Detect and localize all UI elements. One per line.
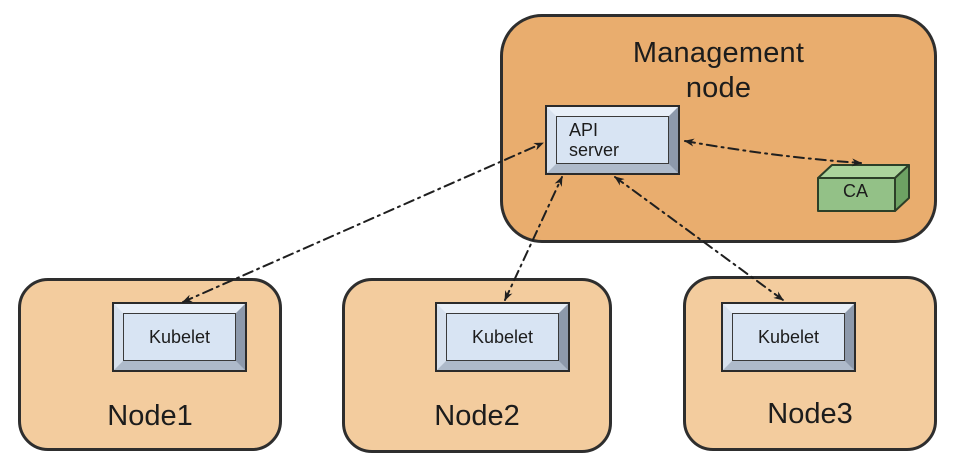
ca-top-face — [817, 164, 910, 179]
kubelet-label-node1: Kubelet — [148, 326, 211, 347]
management-node-title: Management node — [632, 37, 805, 104]
node1-label: Node1 — [107, 400, 193, 432]
kubelet-box-node3: Kubelet — [721, 302, 856, 372]
ca-front-face — [817, 177, 896, 212]
kubelet-box-node2: Kubelet — [435, 302, 570, 372]
ca-box — [817, 164, 910, 212]
node3-label: Node3 — [767, 398, 853, 430]
api-server-label: API server — [569, 120, 620, 160]
node3-box: Kubelet Node3 — [683, 276, 937, 451]
kubelet-label-node3: Kubelet — [757, 326, 820, 347]
ca-label: CA — [842, 181, 868, 201]
node1-box: Kubelet Node1 — [18, 278, 282, 451]
kubelet-label-node2: Kubelet — [471, 326, 534, 347]
node2-box: Kubelet Node2 — [342, 278, 612, 453]
api-server-bevel: API server — [547, 107, 678, 173]
api-server-box: API server — [545, 105, 680, 175]
kubelet-box-node1: Kubelet — [112, 302, 247, 372]
node2-label: Node2 — [434, 400, 520, 432]
management-node-box: Management node API server CA — [500, 14, 937, 243]
